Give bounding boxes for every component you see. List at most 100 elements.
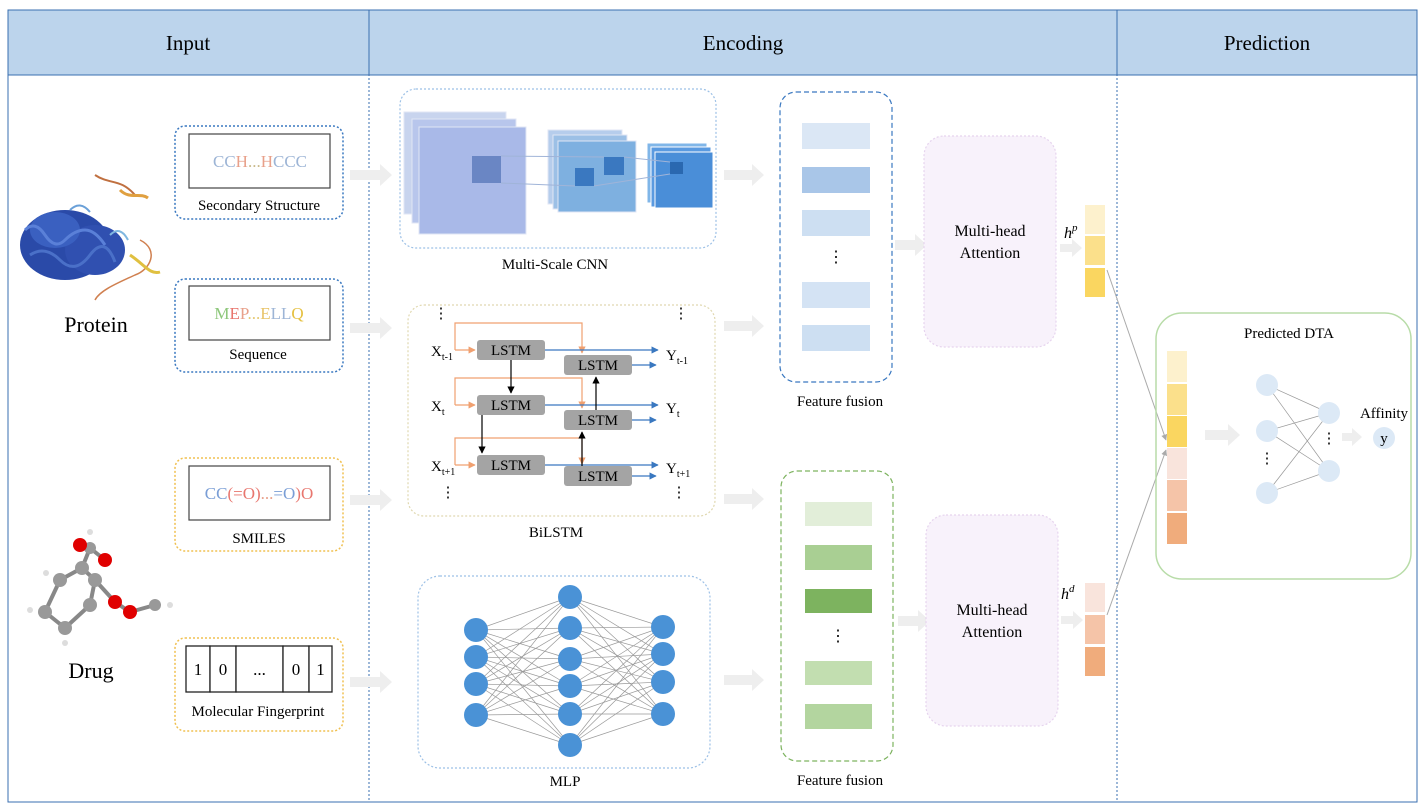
bilstm-y-label: Yt+1 [666, 461, 690, 480]
secondary-structure-token: H [261, 152, 273, 171]
smiles-text: CC(=O)...=O)O [205, 484, 313, 503]
secondary-structure-token: ... [248, 152, 261, 171]
forward-lstm-cell [477, 340, 545, 360]
cnn-panel [399, 88, 717, 249]
bilstm-x-label: Xt [431, 399, 445, 418]
fc-edge [1266, 384, 1330, 472]
fingerprint-cell [308, 645, 333, 693]
fingerprint-bit: 0 [219, 660, 228, 679]
drug-label: Drug [68, 658, 113, 683]
mlp-edge [569, 596, 664, 628]
mlp-edge [569, 685, 664, 715]
mlp-node [464, 672, 488, 696]
sequence-token: L [281, 304, 291, 323]
input-arrows [350, 164, 392, 693]
sequence-token: M [214, 304, 229, 323]
bilstm-input-route [454, 322, 586, 354]
fc-edge [1266, 384, 1330, 414]
fingerprint-cell [209, 645, 237, 693]
backward-lstm-cell [564, 355, 632, 375]
drug-fusion-vectors [805, 502, 872, 729]
fc-edge [1266, 412, 1330, 494]
protein-label: Protein [64, 312, 128, 337]
smiles-panel [174, 457, 344, 552]
backward-lstm-label: LSTM [578, 358, 618, 374]
secondary-structure-token: CC [213, 152, 236, 171]
mlp-edge [569, 713, 664, 746]
mlp-network [464, 585, 675, 757]
encoder-to-fusion-arrows [724, 164, 764, 691]
protein-attention-label-2: Attention [960, 245, 1020, 262]
fc-ellipsis-right: ⋮ [1322, 431, 1337, 447]
protein-attention-block [923, 135, 1057, 348]
bilstm-y-label: Yt-1 [666, 348, 688, 367]
mlp-node [651, 670, 675, 694]
mlp-edge [475, 683, 571, 715]
bilstm-ellipsis: ⋮ [674, 306, 689, 322]
smiles-token: ... [261, 484, 274, 503]
mlp-edge [475, 714, 571, 746]
sequence-token: E [260, 304, 270, 323]
sequence-text: MEP...ELLQ [214, 304, 303, 323]
concat-to-fc-arrow [1205, 424, 1240, 446]
h-superscript: d [1069, 583, 1075, 595]
sequence-caption: Sequence [229, 347, 287, 363]
smiles-token: (=O) [227, 484, 260, 503]
h-base: h [1064, 225, 1072, 242]
bilstm-label: BiLSTM [529, 525, 583, 541]
fc-node [1256, 482, 1278, 504]
mlp-node [464, 645, 488, 669]
mlp-node [651, 642, 675, 666]
mlp-edge [475, 656, 571, 660]
attention-to-h-arrows [1060, 239, 1083, 629]
cnn-label: Multi-Scale CNN [502, 257, 608, 273]
fusion-to-attention-arrows [895, 234, 930, 632]
fc-node [1318, 460, 1340, 482]
fingerprint-bit: 1 [194, 660, 203, 679]
mlp-edge [475, 656, 571, 715]
mlp-edge [569, 596, 664, 655]
backward-lstm-label: LSTM [578, 413, 618, 429]
mlp-label: MLP [550, 774, 581, 790]
mlp-edge [569, 653, 664, 687]
bilstm-ellipsis: ⋮ [441, 485, 456, 501]
mlp-edge [569, 626, 664, 746]
mlp-edge [475, 596, 571, 631]
bilstm-ellipsis: ⋮ [434, 306, 449, 322]
protein-fusion-label: Feature fusion [797, 394, 884, 410]
sequence-token: L [271, 304, 281, 323]
cnn-feature-maps [403, 111, 714, 235]
mlp-node [558, 702, 582, 726]
mlp-edge [475, 596, 571, 685]
header-encoding: Encoding [703, 31, 784, 55]
smiles-token: =O [273, 484, 295, 503]
mlp-edge [569, 653, 664, 746]
mlp-edge [569, 596, 664, 715]
protein-attention-label-1: Multi-head [954, 223, 1025, 240]
output-node [1373, 427, 1395, 449]
bilstm-x-label: Xt+1 [431, 459, 455, 478]
sequence-token: E [229, 304, 239, 323]
mlp-edge [475, 629, 571, 715]
fingerprint-bit: 0 [292, 660, 301, 679]
mlp-edge [475, 596, 571, 716]
mlp-node [558, 674, 582, 698]
bilstm-x-label: Xt-1 [431, 344, 453, 363]
fc-node [1256, 374, 1278, 396]
smiles-caption: SMILES [232, 531, 285, 547]
hd-vector [1085, 583, 1105, 676]
mlp-node [558, 585, 582, 609]
header-input: Input [166, 31, 210, 55]
smiles-token: ) [295, 484, 301, 503]
fc-network [1256, 374, 1340, 504]
mlp-edge [569, 627, 664, 715]
mlp-node [651, 702, 675, 726]
fingerprint-bit: 1 [316, 660, 325, 679]
hp-vector [1085, 205, 1105, 297]
mlp-edge [475, 683, 571, 687]
drug-attention-label-1: Multi-head [956, 602, 1027, 619]
forward-lstm-label: LSTM [491, 458, 531, 474]
mlp-edge [569, 627, 664, 683]
fingerprint-bit: ... [253, 660, 266, 679]
